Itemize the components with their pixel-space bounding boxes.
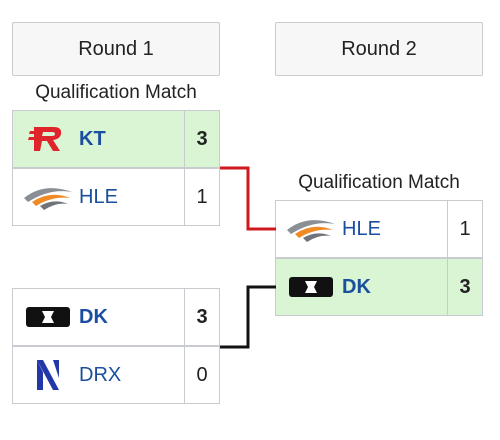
team-cell: DK xyxy=(276,259,448,315)
match-2-team-dk[interactable]: DK 3 xyxy=(12,288,220,346)
match-3-team-hle[interactable]: HLE 1 xyxy=(275,200,483,258)
team-cell: HLE xyxy=(13,169,185,225)
match-1-team-kt[interactable]: KT 3 xyxy=(12,110,220,168)
connector-line-kt-to-hle xyxy=(220,166,276,231)
dk-logo-icon xyxy=(21,300,75,334)
team-score: 3 xyxy=(196,305,208,328)
hle-logo-icon xyxy=(284,212,338,246)
drx-logo-icon xyxy=(21,358,75,392)
team-name: DK xyxy=(342,275,371,298)
team-cell: DK xyxy=(13,289,185,345)
team-name: HLE xyxy=(79,185,118,208)
round-1-header: Round 1 xyxy=(12,22,220,76)
match-1-team-hle[interactable]: HLE 1 xyxy=(12,168,220,226)
round-2-header: Round 2 xyxy=(275,22,483,76)
team-score: 1 xyxy=(196,185,208,208)
match-3-team-dk[interactable]: DK 3 xyxy=(275,258,483,316)
kt-logo-icon xyxy=(21,122,75,156)
team-score: 1 xyxy=(459,217,471,240)
team-cell: HLE xyxy=(276,201,448,257)
team-name: DK xyxy=(79,305,108,328)
team-cell: DRX xyxy=(13,347,185,403)
team-name: DRX xyxy=(79,363,122,386)
team-name: KT xyxy=(79,127,106,150)
hle-logo-icon xyxy=(21,180,75,214)
team-score: 3 xyxy=(459,275,471,298)
team-score: 0 xyxy=(196,363,208,386)
team-name: HLE xyxy=(342,217,381,240)
dk-logo-icon xyxy=(284,270,338,304)
match-3-label: Qualification Match xyxy=(298,172,460,193)
match-1-label: Qualification Match xyxy=(35,82,197,103)
team-cell: KT xyxy=(13,111,185,167)
connector-line-dk-to-dk xyxy=(220,285,276,349)
team-score: 3 xyxy=(196,127,208,150)
match-2-team-drx[interactable]: DRX 0 xyxy=(12,346,220,404)
